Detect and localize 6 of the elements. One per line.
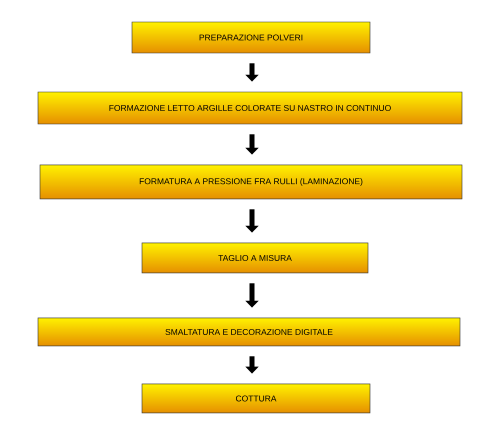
- process-box: FORMATURA A PRESSIONE FRA RULLI (LAMINAZIONE): [40, 164, 462, 200]
- process-box: SMALTATURA E DECORAZIONE DIGITALE: [38, 318, 460, 346]
- process-box: COTTURA: [142, 384, 370, 414]
- process-box: TAGLIO A MISURA: [142, 242, 368, 274]
- process-box: PREPARAZIONE POLVERI: [132, 22, 370, 54]
- process-box: FORMAZIONE LETTO ARGILLE COLORATE SU NASTRO IN CONTINUO: [38, 92, 462, 124]
